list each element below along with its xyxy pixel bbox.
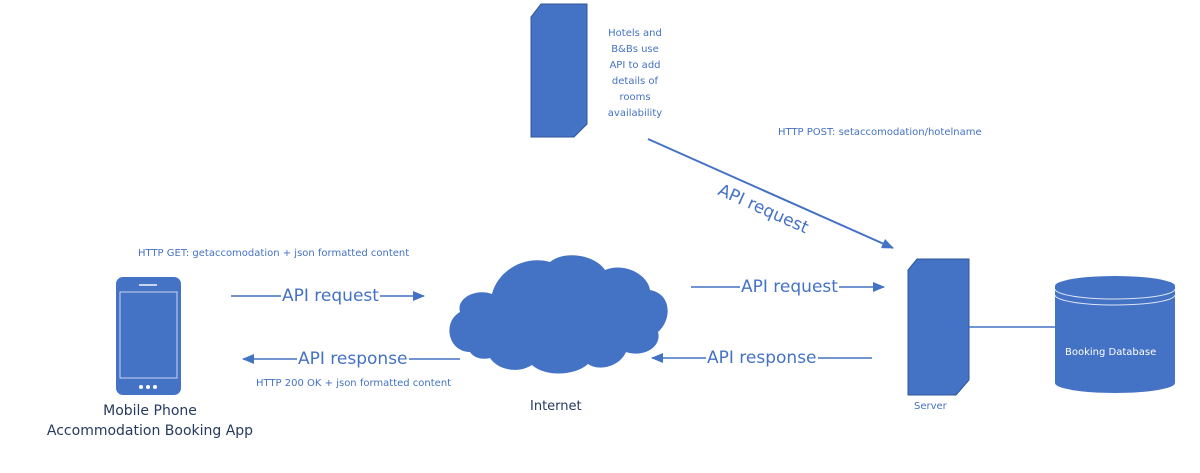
mobile-response-label: API response [297, 349, 409, 369]
hotel-note-line: availability [607, 108, 663, 119]
internet-caption: Internet [530, 399, 582, 414]
database-cylinder-icon [1054, 276, 1176, 393]
hotel-note-line: details of [611, 76, 659, 87]
mobile-caption-line1: Mobile Phone [103, 403, 197, 419]
hotel-note: Hotels and B&Bs use API to add details o… [595, 26, 675, 122]
http-get-label: HTTP GET: getaccomodation + json formatt… [138, 248, 410, 259]
client-tower-icon [530, 3, 588, 138]
server-caption: Server [914, 401, 947, 412]
hotel-note-line: API to add [609, 60, 661, 71]
hotel-note-line: Hotels and [608, 28, 662, 39]
hotel-note-line: rooms [619, 92, 651, 103]
http-ok-label: HTTP 200 OK + json formatted content [256, 378, 452, 389]
mobile-caption-line2: Accommodation Booking App [46, 423, 254, 439]
server-tower-icon [907, 258, 970, 396]
mobile-caption: Mobile Phone Accommodation Booking App [30, 401, 270, 441]
hotel-note-line: B&Bs use [611, 44, 659, 55]
server-response-label: API response [706, 348, 818, 368]
http-post-label: HTTP POST: setaccomodation/hotelname [778, 127, 982, 138]
post-request-arrow [647, 138, 894, 249]
mobile-request-label: API request [281, 286, 380, 306]
cloud-icon [449, 255, 668, 374]
mobile-phone-icon [116, 277, 181, 395]
database-label: Booking Database [1065, 347, 1157, 358]
server-request-label: API request [740, 277, 839, 297]
